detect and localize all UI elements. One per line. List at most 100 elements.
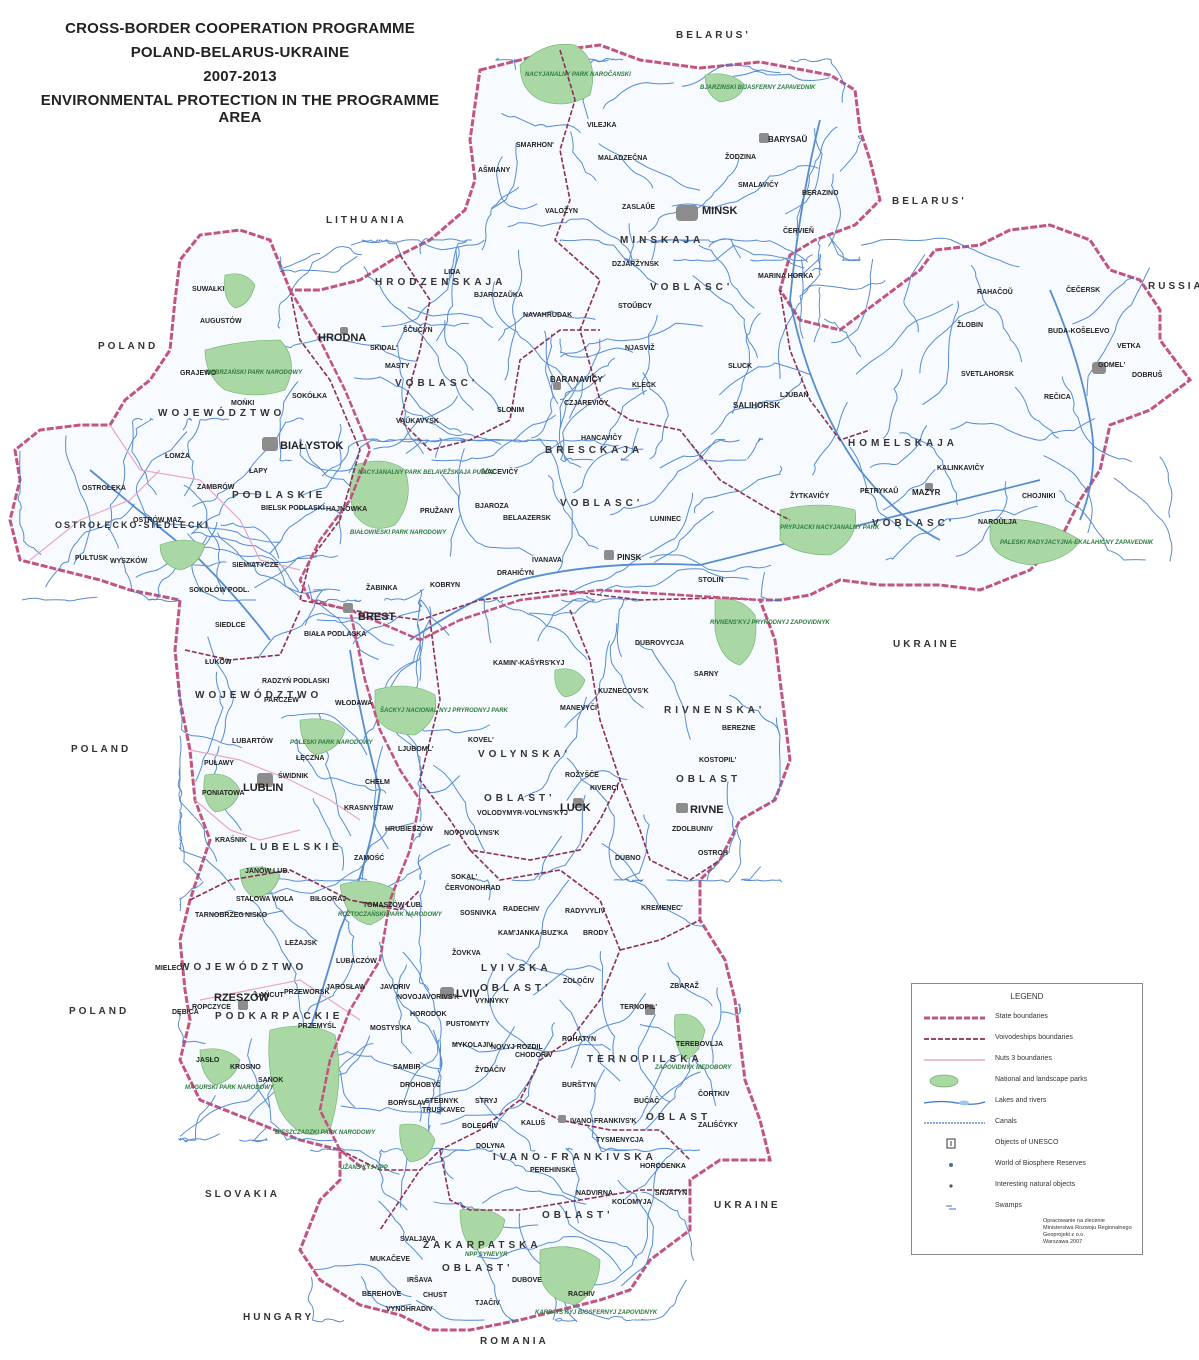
city-krasnik: KRAŚNIK [215, 837, 247, 844]
city-recica: REČICA [1044, 394, 1071, 401]
park-wigierski [224, 273, 256, 309]
river-segment [955, 481, 1008, 557]
river-segment [609, 623, 645, 709]
city-lubartow: LUBARTÓW [232, 738, 273, 745]
city-ivanava: IVANAVA [532, 557, 562, 564]
city-mostyska: MOSTYS'KA [370, 1025, 412, 1032]
river-segment [828, 234, 861, 262]
river-segment [698, 244, 755, 309]
river-segment [839, 135, 863, 172]
city-vynnyky: VYNNYKY [475, 998, 509, 1005]
city-horodenka: HORODENKA [640, 1163, 686, 1170]
city-minsk: MINSK [702, 205, 738, 217]
bialystok-marker [262, 437, 278, 451]
river-segment [299, 423, 342, 497]
city-sanok: SANOK [258, 1077, 284, 1084]
region-voblasc-br: VOBLASC' [560, 498, 644, 509]
river-segment [566, 757, 630, 881]
river-segment [431, 414, 556, 462]
river-segment [559, 239, 659, 286]
major-river [1049, 289, 1095, 521]
river-segment [403, 409, 502, 446]
country-poland-1: POLAND [98, 341, 159, 352]
river-segment [634, 160, 701, 191]
river-segment [177, 766, 203, 881]
region-oblast-vo: OBLAST' [484, 793, 556, 804]
city-hancavicy: HANCAVIČY [581, 435, 623, 442]
city-zodzina: ŽODZINA [725, 154, 757, 161]
city-chelm: CHEŁM [365, 779, 390, 786]
city-zabinka: ŽABINKA [366, 585, 398, 592]
park-rivnenskyj [714, 598, 757, 666]
river-segment [247, 1038, 271, 1108]
river-segment [192, 417, 304, 507]
river-segment [777, 259, 804, 379]
river-segment [642, 372, 669, 460]
river-segment [417, 843, 451, 881]
river-segment [187, 533, 303, 600]
city-wlodawa: WŁODAWA [335, 700, 373, 707]
city-sokal: SOKAL' [451, 874, 478, 881]
river-segment [178, 735, 218, 862]
city-narovlja: NAROŬLJA [978, 519, 1017, 526]
legend-item: Voivodeships boundaries [912, 1030, 1142, 1051]
park-label-rivnenskyj: RIVNENS'KYJ PRYRODNYJ ZAPOVIDNYK [710, 620, 830, 626]
river-segment [352, 589, 423, 645]
city-zambrow: ZAMBRÓW [197, 484, 235, 491]
river-segment [554, 1287, 578, 1322]
minsk-marker [676, 205, 698, 221]
rzeszow-marker [238, 1000, 248, 1010]
city-pustomyty: PUSTOMYTY [446, 1021, 490, 1028]
river-segment [217, 532, 341, 594]
river-segment [248, 898, 304, 1030]
river-segment [599, 389, 648, 450]
park-label-biebrzanski: BIEBRZAŃSKI PARK NARODOWY [205, 370, 303, 376]
river-segment [269, 502, 326, 555]
swamp-legend-icon [946, 1205, 956, 1210]
park-areas [159, 43, 1081, 1306]
river-segment [882, 368, 903, 439]
river-segment [616, 597, 643, 658]
map-title-line-4: ENVIRONMENTAL PROTECTION IN THE PROGRAMM… [40, 92, 440, 126]
river-segment [557, 1202, 638, 1259]
country-poland-2: POLAND [71, 744, 132, 755]
river-segment [560, 387, 640, 462]
credit-line: Geoprojekt z o.o. [1043, 1232, 1085, 1238]
river-segment [1059, 490, 1146, 561]
river-segment [439, 1148, 454, 1180]
city-bjaroza: BJAROZA [475, 503, 509, 510]
legend-label: National and landscape parks [995, 1076, 1088, 1083]
river-segment [558, 382, 594, 461]
river-segment [65, 435, 91, 565]
river-segment [441, 239, 472, 287]
river-segment [501, 602, 588, 660]
river-segment [899, 432, 959, 506]
city-brest: BREST [358, 611, 396, 623]
city-dubove: DUBOVE [512, 1277, 542, 1284]
river-segment [181, 1095, 216, 1143]
river-segment [637, 641, 691, 740]
river-segment [492, 1152, 581, 1201]
region-voblasc-hr: VOBLASC' [395, 378, 479, 389]
park-label-belavezhskaja: NACYJANALNY PARK BELAVEŽSKAJA PUŠČA [358, 470, 494, 476]
state-boundaries [288, 289, 761, 1172]
country-belarus-top: BELARUS' [676, 30, 751, 41]
city-zovkva: ŽOVKVA [452, 950, 481, 957]
river-segment [620, 427, 639, 461]
park-bjarezinski [704, 73, 746, 103]
city-cortkiv: ČORTKIV [698, 1091, 730, 1098]
city-lapy: ŁAPY [249, 468, 268, 475]
city-luck: LUCK [560, 802, 591, 814]
river-segment [361, 238, 403, 259]
river-segment [444, 320, 500, 411]
river-segment [570, 992, 647, 1069]
city-mielec: MIELEC [155, 965, 182, 972]
river-segment [1072, 277, 1135, 325]
country-ukraine-2: UKRAINE [714, 1200, 781, 1211]
river-segment [353, 376, 462, 434]
river-segment [692, 275, 759, 358]
region-wojewodztwo-pk: WOJEWÓDZTWO [180, 962, 308, 973]
park-label-karpatskyj: KARPATS'KYJ BIOSFERNYJ ZAPOVIDNYK [535, 1310, 658, 1316]
